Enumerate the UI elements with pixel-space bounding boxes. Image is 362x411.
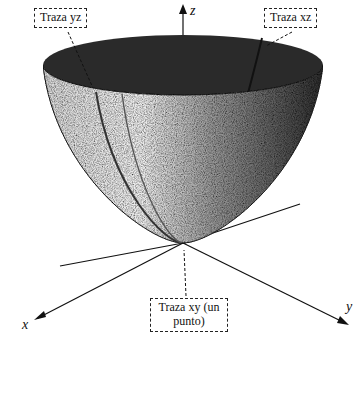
paraboloid-surface xyxy=(43,65,323,243)
leader-line xyxy=(68,32,93,88)
x-arrowhead xyxy=(34,311,46,320)
callout-text: Traza xy (un punto) xyxy=(156,301,222,329)
axis-label: x xyxy=(20,318,30,332)
z-arrowhead xyxy=(179,4,187,14)
y-arrowhead xyxy=(337,316,349,325)
axis-label: y xyxy=(344,300,354,314)
callout-text: Traza yz xyxy=(40,11,81,25)
callout-box: Traza yz xyxy=(34,8,87,28)
leader-line xyxy=(184,250,186,296)
yz-trace xyxy=(96,92,183,243)
callout-box: Traza xy (un punto) xyxy=(150,298,228,332)
yz-trace-line xyxy=(122,94,183,243)
leader-line xyxy=(266,32,292,46)
axis-label: z xyxy=(188,4,197,18)
callout-box: Traza xz xyxy=(264,8,317,28)
callout-text: Traza xz xyxy=(270,11,311,25)
y-axis-negative xyxy=(60,243,183,266)
